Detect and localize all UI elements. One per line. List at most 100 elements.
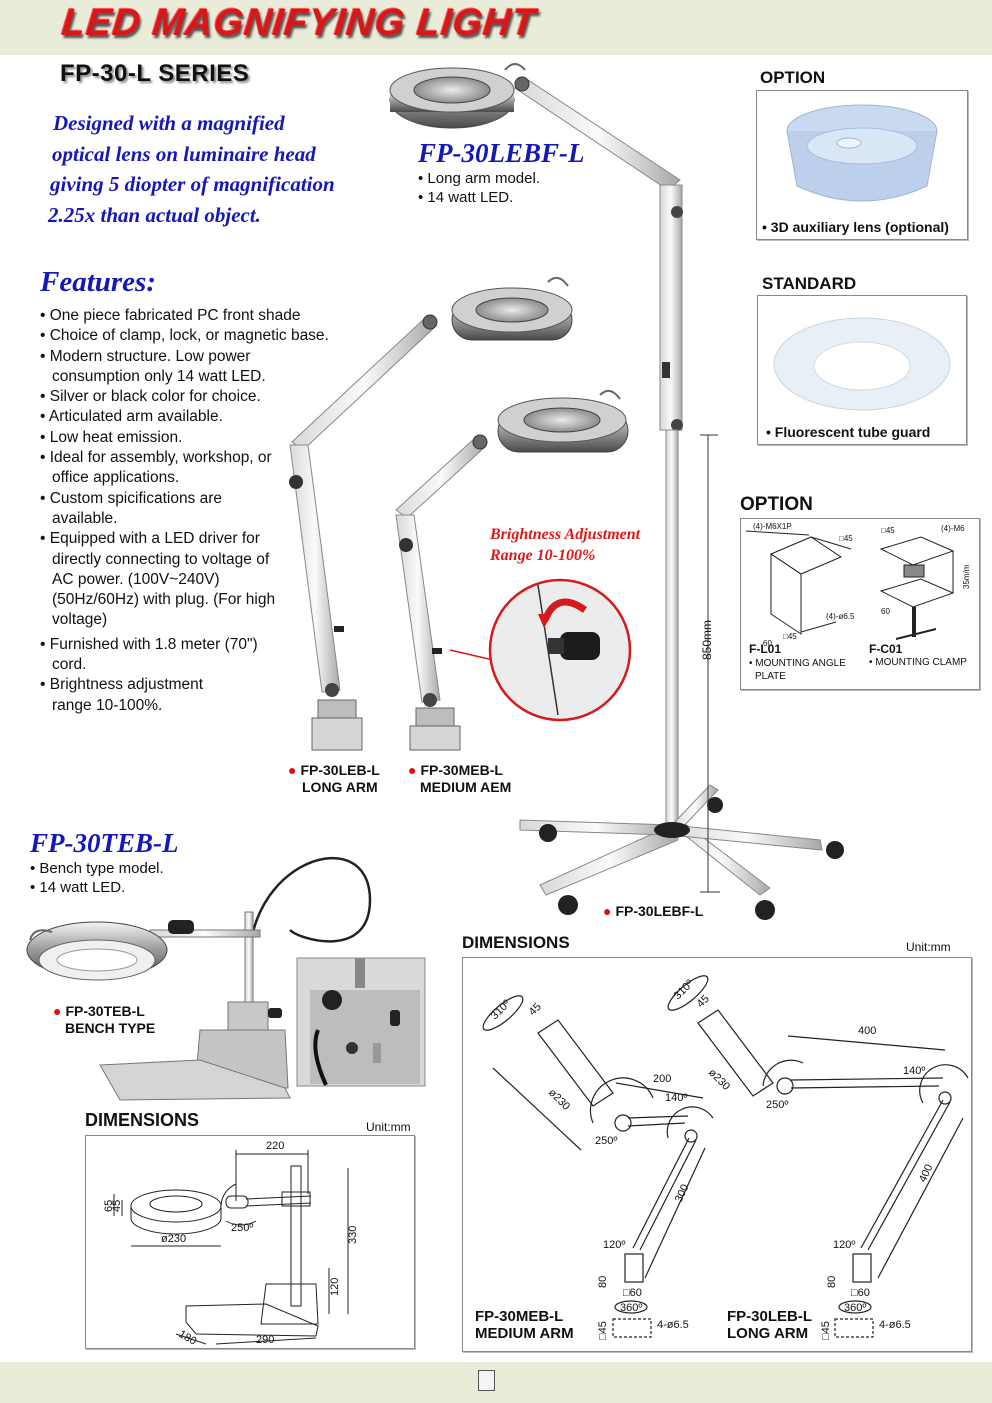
features-title: Features:: [40, 266, 156, 298]
option-lens-heading: OPTION: [760, 68, 826, 87]
bench-model-block: FP-30TEB-L • Bench type model. • 14 watt…: [30, 828, 179, 897]
series-title: FP-30-L SERIES: [60, 60, 250, 87]
mount-option-heading: OPTION: [740, 494, 813, 515]
dim-label: □45: [839, 534, 853, 543]
features-list: • One piece fabricated PC front shade • …: [40, 306, 370, 716]
arm-dimensions-box: 310º 45 ø230 200 140º 250º 300 120º 80 □…: [462, 957, 972, 1352]
dim-label: 290: [256, 1334, 274, 1346]
dim-label: □45: [820, 1321, 832, 1340]
floor-model-caption: ●FP-30LEBF-L: [603, 903, 703, 920]
bullet: • 14 watt LED.: [418, 189, 514, 206]
floor-model-title: FP-30LEBF-L: [418, 138, 585, 168]
mounting-drawings: (4)-M6X1P □45 (4)-ø6.5 □45 60 □45 (4)-M6…: [745, 522, 971, 648]
dim-label: 200: [653, 1073, 671, 1085]
brightness-line: Brightness Adjustment: [490, 526, 641, 543]
feature-item: • One piece fabricated PC front shade: [40, 307, 301, 324]
bench-model-bullets: • Bench type model. • 14 watt LED.: [30, 859, 179, 897]
dim-label: 250º: [595, 1135, 617, 1147]
dim-label: 60: [881, 607, 890, 616]
dim-label: □45: [783, 632, 797, 641]
bench-dimension-drawing: 220 330 120 ø230 65 45 250º 180 290: [103, 1140, 359, 1348]
dim-label: ø230: [706, 1067, 732, 1093]
intro-line: Designed with a magnified: [53, 111, 285, 135]
brightness-knob-callout: [488, 578, 632, 722]
dim-label: □60: [623, 1287, 642, 1299]
bullet: • 14 watt LED.: [30, 879, 126, 896]
feature-item: • Articulated arm available.: [40, 408, 223, 426]
dim-label: 120: [329, 1278, 341, 1296]
feature-item: • Silver or black color for choice.: [40, 388, 261, 406]
caption-line: FP-30LEB-L: [300, 762, 380, 778]
dim-label: 65: [103, 1200, 115, 1212]
dim-label: 360º: [844, 1302, 866, 1314]
arm-dimension-drawings: 310º 45 ø230 200 140º 250º 300 120º 80 □…: [482, 975, 969, 1340]
arm-dimensions-heading: DIMENSIONS: [462, 933, 570, 952]
dim-label: 45: [111, 1200, 123, 1212]
mounting-clamp-drawing: [879, 536, 955, 640]
dim-label: 60: [763, 639, 772, 648]
bench-caption: ●FP-30TEB-L BENCH TYPE: [53, 1003, 155, 1037]
arm-dimensions-unit: Unit:mm: [906, 940, 951, 954]
dim-label: (4)-M6: [941, 524, 965, 533]
feature-item: • Ideal for assembly, workshop, or offic…: [40, 449, 272, 487]
long-arm-lamp-illustration: [289, 276, 573, 751]
floor-model-bullets: • Long arm model. • 14 watt LED.: [418, 169, 585, 207]
dim-name-line: LONG ARM: [727, 1325, 809, 1342]
dim-label: 80: [597, 1276, 609, 1288]
intro-line: giving 5 diopter of magnification: [50, 172, 335, 196]
dim-name-line: FP-30LEB-L: [727, 1308, 813, 1325]
dim-label: 120º: [603, 1239, 625, 1251]
dim-label: 250º: [766, 1099, 788, 1111]
header-band: [0, 0, 992, 55]
dim-label: 330: [347, 1226, 359, 1244]
dim-label: 140º: [903, 1065, 925, 1077]
dim-label: 45: [527, 1001, 544, 1018]
bullet: • Bench type model.: [30, 860, 164, 877]
dim-label: 80: [826, 1276, 838, 1288]
feature-item: • Equipped with a LED driver for directl…: [40, 530, 276, 629]
feature-item: • Modern structure. Low power consumptio…: [40, 347, 266, 385]
bench-model-title: FP-30TEB-L: [30, 828, 179, 858]
dim-label: 140º: [665, 1092, 687, 1104]
intro-text: Designed with a magnified optical lens o…: [48, 108, 388, 230]
medium-arm-lamp-illustration: [395, 389, 629, 751]
medium-arm-caption: ●FP-30MEB-L MEDIUM AEM: [408, 762, 511, 796]
dim-label: 4-ø6.5: [657, 1319, 689, 1331]
auxiliary-lens-image: [786, 104, 938, 202]
bullet-dot-icon: ●: [288, 762, 297, 778]
long-arm-dim-name: FP-30LEB-L LONG ARM: [727, 1308, 812, 1342]
bench-dimensions-heading: DIMENSIONS: [85, 1110, 200, 1130]
option-lens-box: • 3D auxiliary lens (optional): [756, 90, 968, 240]
feature-item: • Choice of clamp, lock, or magnetic bas…: [40, 327, 329, 345]
floor-lamp-illustration: [389, 63, 844, 920]
floor-model-block: FP-30LEBF-L • Long arm model. • 14 watt …: [418, 138, 585, 207]
intro-line: 2.25x than actual object.: [48, 202, 261, 227]
brightness-line: Range 10-100%: [490, 547, 596, 564]
dim-name-line: MEDIUM ARM: [475, 1325, 574, 1342]
bench-dimensions-unit: Unit:mm: [366, 1120, 411, 1134]
mount-option-box: (4)-M6X1P □45 (4)-ø6.5 □45 60 □45 (4)-M6…: [740, 518, 980, 690]
dim-label: □60: [851, 1287, 870, 1299]
dim-label: 310º: [672, 978, 696, 1002]
page-indicator[interactable]: [478, 1370, 495, 1391]
dim-label: 220: [266, 1140, 284, 1152]
dim-label: ø230: [546, 1087, 572, 1113]
caption-line: FP-30LEBF-L: [615, 903, 704, 919]
brightness-callout-title: Brightness Adjustment Range 10-100%: [452, 524, 640, 566]
caption-line: FP-30TEB-L: [65, 1003, 145, 1019]
dim-label: 120º: [833, 1239, 855, 1251]
option-lens-caption: • 3D auxiliary lens (optional): [762, 219, 949, 235]
standard-guard-box: • Fluorescent tube guard: [757, 295, 967, 445]
dim-label: 360º: [620, 1302, 642, 1314]
feature-item: • Brightness adjustment range 10-100%.: [40, 676, 204, 714]
bench-base-detail-photo: [296, 957, 426, 1087]
bench-dimensions-box: 220 330 120 ø230 65 45 250º 180 290: [85, 1135, 415, 1349]
bench-lamp-illustration: [26, 856, 372, 1101]
bullet-dot-icon: ●: [408, 762, 417, 778]
feature-item: • Low heat emission.: [40, 428, 183, 446]
intro-line: optical lens on luminaire head: [52, 141, 316, 166]
bullet: • Long arm model.: [418, 170, 540, 187]
dim-label: 300: [673, 1183, 692, 1205]
standard-guard-heading: STANDARD: [762, 274, 857, 293]
